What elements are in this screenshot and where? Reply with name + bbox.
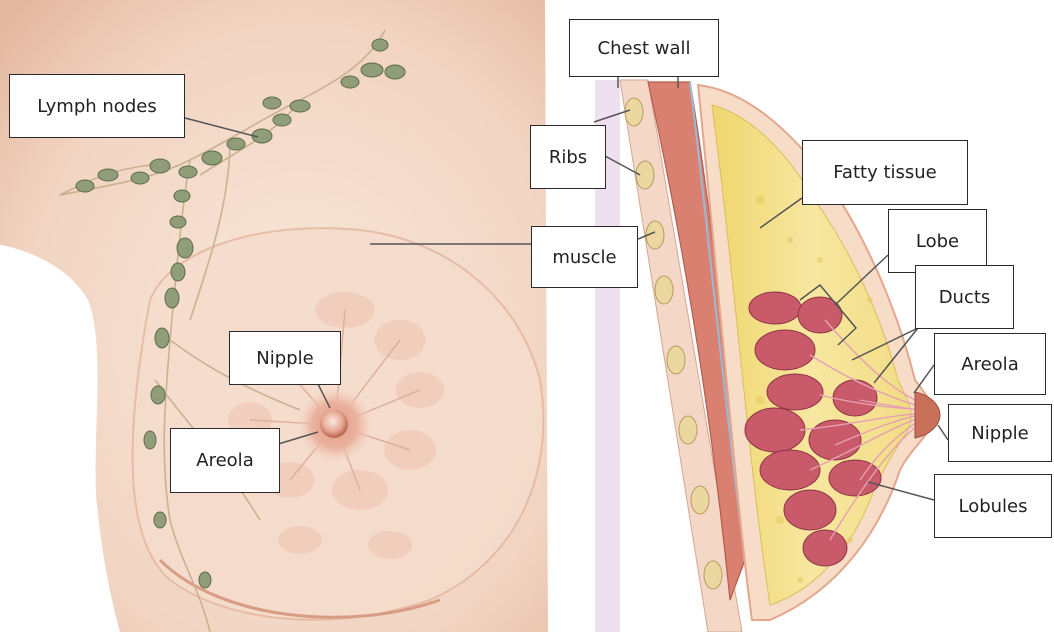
lymph-node: [361, 63, 383, 77]
lymph-node: [263, 97, 281, 109]
lobule-cluster: [745, 408, 805, 452]
lymph-nodes-label: Lymph nodes: [9, 74, 185, 138]
lobe-label: Lobe: [888, 209, 987, 273]
nipple-label-left: Nipple: [229, 331, 341, 385]
rib: [679, 416, 697, 444]
lobule-cluster: [833, 380, 877, 416]
lymph-node: [150, 159, 170, 173]
lobule-cluster: [749, 292, 801, 324]
chest-wall-label: Chest wall: [569, 19, 719, 77]
ribs-label: Ribs: [530, 125, 606, 189]
lymph-node: [179, 166, 197, 178]
lobule-cluster: [784, 490, 836, 530]
rib: [704, 561, 722, 589]
rib: [691, 486, 709, 514]
rib: [655, 276, 673, 304]
areola-label-left: Areola: [170, 428, 280, 493]
lobule-cluster: [755, 330, 815, 370]
lobule-cluster: [767, 374, 823, 410]
lobule-cluster: [803, 530, 847, 566]
lymph-node: [273, 114, 291, 126]
lymph-node: [174, 190, 190, 202]
lobule-cluster: [829, 460, 881, 496]
lymph-node: [372, 39, 388, 51]
lymph-node: [170, 216, 186, 228]
fatty-tissue-label: Fatty tissue: [802, 140, 968, 205]
lymph-node: [155, 328, 169, 348]
nipple-left-shape: [320, 410, 348, 438]
lymph-node: [165, 288, 179, 308]
lymph-node: [227, 138, 245, 150]
lymph-node: [76, 180, 94, 192]
nipple-label-right: Nipple: [948, 404, 1052, 462]
rib: [625, 98, 643, 126]
lymph-node: [131, 172, 149, 184]
ducts-label: Ducts: [915, 265, 1014, 329]
rib: [667, 346, 685, 374]
lymph-node: [199, 572, 211, 588]
lymph-node: [290, 100, 310, 112]
lymph-node: [144, 431, 156, 449]
lymph-node: [385, 65, 405, 79]
lymph-node: [154, 512, 166, 528]
muscle-label: muscle: [531, 226, 638, 288]
lymph-node: [177, 238, 193, 258]
lymph-node: [341, 76, 359, 88]
lymph-node: [98, 169, 118, 181]
lymph-node: [202, 151, 222, 165]
lymph-node: [151, 386, 165, 404]
areola-label-right: Areola: [934, 333, 1046, 395]
lymph-node: [171, 263, 185, 281]
lobules-label: Lobules: [934, 474, 1052, 538]
